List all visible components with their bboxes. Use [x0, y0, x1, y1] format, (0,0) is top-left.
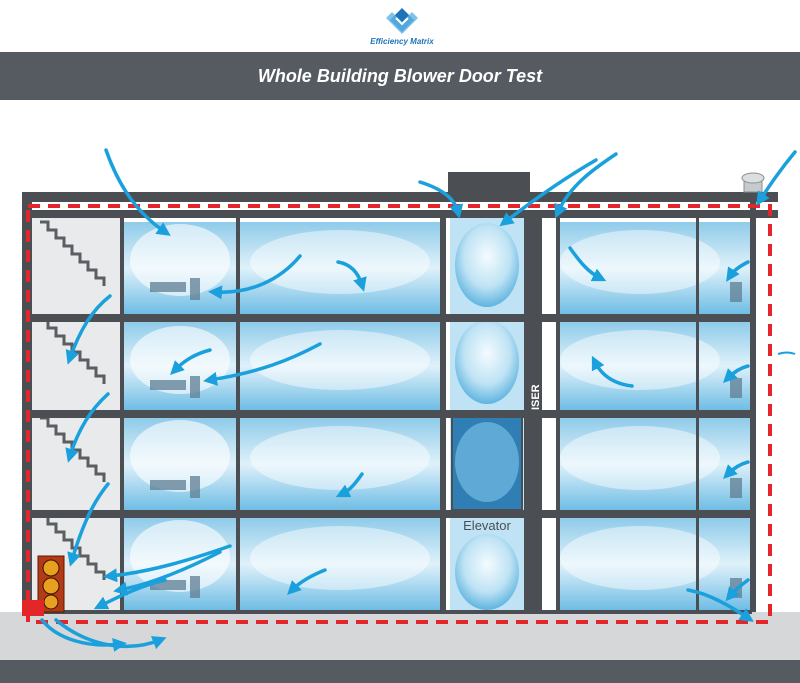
logo-icon: [386, 8, 418, 34]
riser-label: RISER: [530, 384, 542, 418]
logo-text: Efficiency Matrix: [370, 37, 434, 46]
rooms: [124, 222, 750, 610]
exterior-draft-mark: [777, 351, 796, 355]
building-structure: [22, 172, 778, 614]
building-diagram: Elevator RISER: [0, 148, 800, 660]
footer-bar: [0, 660, 800, 683]
elevator-label: Elevator: [463, 518, 511, 533]
logo: Efficiency Matrix: [362, 4, 442, 50]
airflow-arrows: [40, 148, 797, 652]
title-bar: Whole Building Blower Door Test: [0, 52, 800, 100]
page-title: Whole Building Blower Door Test: [257, 66, 543, 86]
blower-door-fan: [22, 555, 65, 616]
roof-vent: [741, 172, 765, 193]
ground: [0, 612, 800, 660]
